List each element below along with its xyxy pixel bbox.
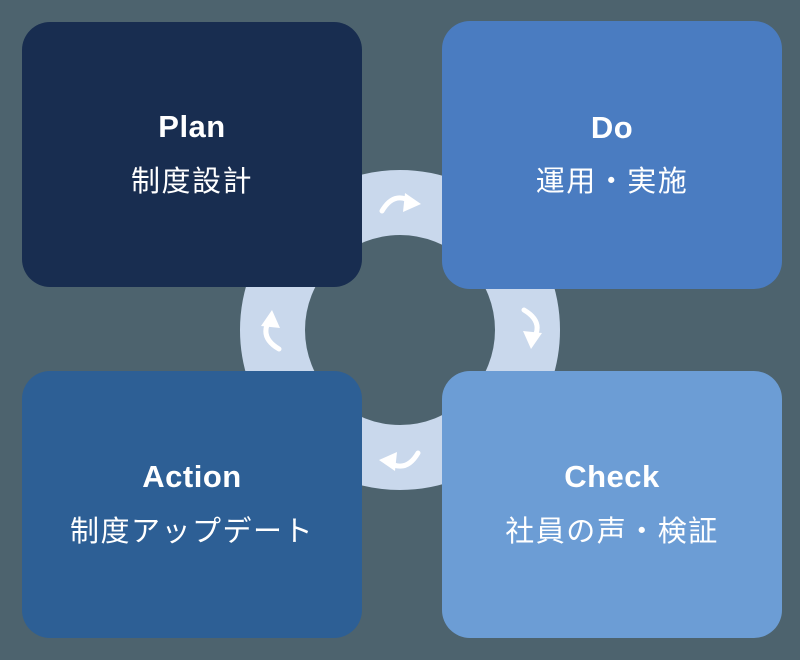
step-label-plan: Plan	[158, 109, 226, 145]
step-label-do: Do	[590, 109, 634, 145]
step-label-check: Check	[564, 459, 660, 495]
step-description-plan: 制度設計	[130, 165, 253, 198]
step-card-action: Action 制度アップデート	[22, 371, 362, 638]
step-description-do: 運用・実施	[535, 166, 689, 199]
step-label-action: Action	[142, 459, 242, 495]
step-card-do: Do 運用・実施	[442, 21, 782, 289]
step-description-action: 制度アップデート	[69, 515, 314, 548]
step-card-plan: Plan 制度設計	[22, 22, 362, 287]
step-card-check: Check 社員の声・検証	[442, 371, 782, 638]
step-description-check: 社員の声・検証	[505, 515, 719, 548]
cycle-arrow-top-icon	[378, 192, 422, 216]
cycle-arrow-right-icon	[519, 306, 543, 350]
cycle-arrow-left-icon	[260, 309, 284, 353]
cycle-arrow-bottom-icon	[378, 448, 422, 472]
